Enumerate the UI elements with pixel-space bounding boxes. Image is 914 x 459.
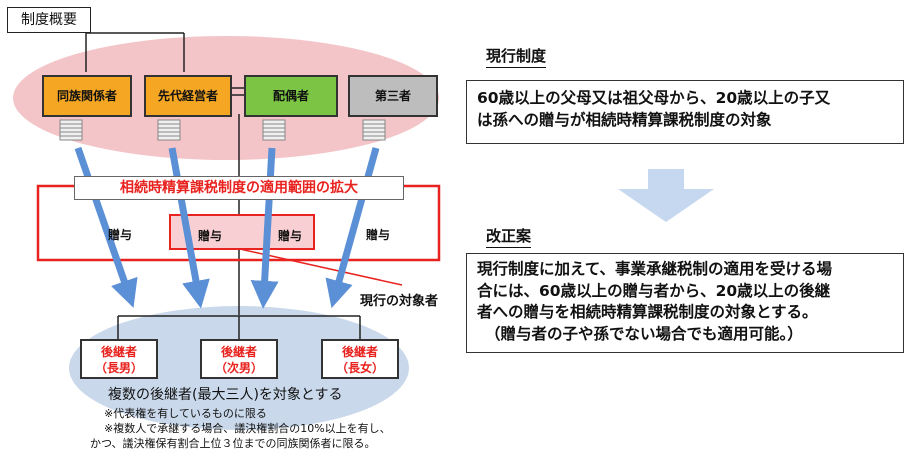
giver-third-party: 第三者 xyxy=(348,75,438,117)
successor-eldest-son: 後継者 （長男） xyxy=(80,339,158,379)
current-system-box: 60歳以上の父母又は祖父母から、20歳以上の子又 は孫への贈与が相続時精算課税制… xyxy=(466,80,904,144)
gift-label: 贈与 xyxy=(108,228,133,242)
proposal-title: 改正案 xyxy=(486,225,532,248)
current-system-line: は孫への贈与が相続時精算課税制度の対象 xyxy=(477,111,772,129)
proposal-line: （贈与者の子や孫でない場合でも適用可能。） xyxy=(485,324,803,343)
arrow-relative xyxy=(74,146,138,308)
arrow-third-party xyxy=(325,147,380,309)
document-icon xyxy=(262,119,286,141)
gift-label: 贈与 xyxy=(278,229,303,243)
current-scope-label: 現行の対象者 xyxy=(360,294,439,309)
current-scope-box xyxy=(169,214,315,250)
proposal-box: 現行制度に加えて、事業承継税制の適用を受ける場 合には、60歳以上の贈与者から、… xyxy=(466,253,904,353)
proposal-line: 合には、60歳以上の贈与者から、20歳以上の後継 xyxy=(477,281,831,300)
proposal-line: 者への贈与を相続時精算課税制度の対象とする。 xyxy=(477,303,818,321)
giver-relatives: 同族関係者 xyxy=(42,75,132,117)
note-line: ※代表権を有しているものに限る xyxy=(104,407,267,420)
note-line: ※複数人で承継する場合、議決権割合の10%以上を有し、 xyxy=(104,422,391,435)
gift-arrows xyxy=(74,146,380,309)
overview-heading: 制度概要 xyxy=(7,7,91,33)
current-system-line: 60歳以上の父母又は祖父母から、20歳以上の子又 xyxy=(477,89,831,107)
down-arrow-icon xyxy=(618,169,714,222)
giver-spouse: 配偶者 xyxy=(244,75,338,117)
note-line: かつ、議決権保有割合上位３位までの同族関係者に限る。 xyxy=(90,437,376,450)
document-icons xyxy=(59,119,386,141)
arrow-predecessor xyxy=(168,147,210,309)
gift-label: 贈与 xyxy=(366,228,391,242)
gift-label: 贈与 xyxy=(198,229,223,243)
giver-predecessor: 先代経営者 xyxy=(144,75,232,117)
document-icon xyxy=(157,119,181,141)
scope-text: 複数の後継者(最大三人)を対象とする xyxy=(108,387,343,403)
successor-second-son: 後継者 （次男） xyxy=(200,339,278,379)
successor-eldest-daughter: 後継者 （長女） xyxy=(321,339,399,379)
current-system-title: 現行制度 xyxy=(486,45,547,68)
band-title: 相続時精算課税制度の適用範囲の拡大 xyxy=(74,176,404,200)
proposal-line: 現行制度に加えて、事業承継税制の適用を受ける場 xyxy=(477,260,832,278)
arrow-spouse xyxy=(250,147,279,309)
document-icon xyxy=(362,119,386,141)
document-icon xyxy=(59,119,83,141)
successor-connector xyxy=(117,315,361,339)
